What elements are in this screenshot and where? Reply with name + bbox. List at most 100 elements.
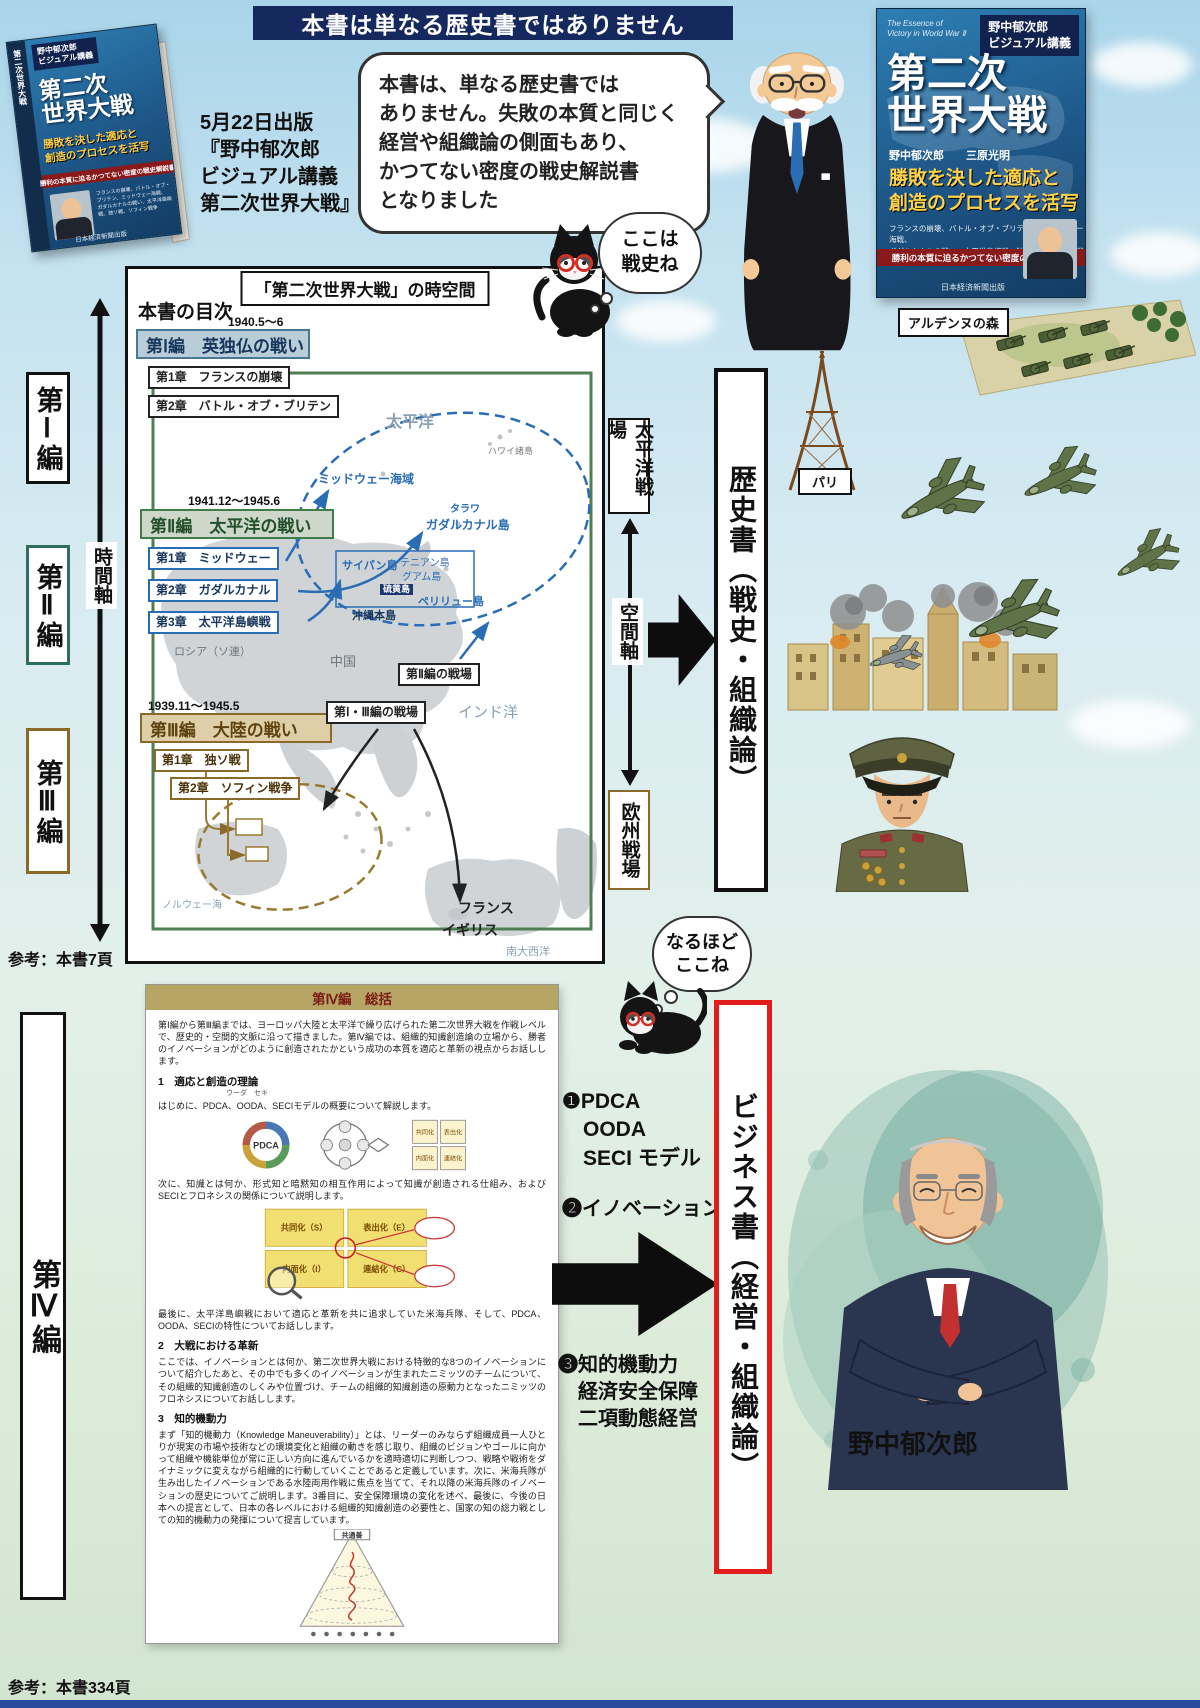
cloud <box>1092 42 1192 87</box>
part3-side-label: 第Ⅲ編 <box>32 758 63 844</box>
doc-s1-p3: 最後に、太平洋島嶼戦において適応と革新を共に追求していた米海兵隊、そして、PDC… <box>158 1308 546 1332</box>
cover-author-photo <box>1023 219 1077 279</box>
bubble-dot <box>600 292 613 305</box>
professor-illustration <box>742 52 852 351</box>
mini-seci-e: 表出化 <box>443 1128 462 1136</box>
seci-matrix-figure: 共同化（S） 表出化（E） 内面化（I） 連結化（C） <box>158 1205 546 1305</box>
summary-document: 第Ⅳ編 総括 第Ⅰ編から第Ⅲ編までは、ヨーロッパ大陸と太平洋で繰り広げられた第二… <box>145 984 559 1644</box>
book-3d-spine-title: 第二次世界大戦 <box>12 49 28 106</box>
book-3d-topics: フランスの崩壊、バトル・オブ・ブリテン、ミッドウェー海戦、 ガダルカナルの戦い、… <box>95 182 173 219</box>
bomber-icon <box>957 570 1068 665</box>
map-green-frame <box>151 371 593 931</box>
cone-top-label: 共通善 <box>342 1530 363 1539</box>
map-label-south-atlantic: 南大西洋 <box>506 946 550 958</box>
pacific-theater-label: 太平洋戦場 <box>605 420 653 496</box>
professor-head <box>749 52 844 119</box>
part1-title: 第Ⅰ編 英独仏の戦い <box>146 336 305 356</box>
bubble-dot <box>664 990 678 1004</box>
medals <box>861 861 887 887</box>
book-3d-title: 第二次 世界大戦 <box>37 70 135 129</box>
part1-header: 第Ⅰ編 英独仏の戦い <box>136 329 310 359</box>
professor-speech-text: 本書は、単なる歴史書では ありません。失敗の本質と同じく 経営や組織論の側面もあ… <box>379 74 679 212</box>
arrow-to-history <box>648 594 716 686</box>
ooda-loop-diagram <box>319 1120 389 1170</box>
europe-theater-label: 欧州戦場 <box>618 802 640 878</box>
author-figure <box>828 1137 1068 1490</box>
map-label-russia: ロシア（ソ連） <box>174 646 251 658</box>
part4-side-label: 第Ⅳ編 <box>27 1258 60 1354</box>
part2-ch3: 第3章 太平洋島嶼戦 <box>148 611 279 635</box>
cloud <box>1070 700 1190 748</box>
book-3d-catch: 勝敗を決した適応と 創造のプロセスを活写 <box>42 127 151 165</box>
map-panel-title-text: 「第二次世界大戦」の時空間 <box>254 281 476 300</box>
summary-document-body: 第Ⅰ編から第Ⅲ編までは、ヨーロッパ大陸と太平洋で繰り広げられた第二次世界大戦を作… <box>146 1010 558 1637</box>
doc-theory-diagrams: PDCA 共同化 表出化 内面化 連結化 <box>158 1115 546 1175</box>
battle2-label: 第Ⅱ編の戦場 <box>398 663 480 687</box>
part1-ch2: 第2章 バトル・オブ・ブリテン <box>148 395 340 419</box>
map-label-iwojima: 硫黄島 <box>380 584 414 595</box>
knowledge-cone-figure: 共通善 <box>158 1528 546 1637</box>
author-portrait-illustration <box>783 1070 1108 1490</box>
cover-catch: 勝敗を決した適応と 創造のプロセスを活写 <box>889 168 1080 214</box>
map-label-hawaii: ハワイ諸島 <box>488 446 534 456</box>
doc-s1-furigana: ウーダ セキ <box>226 1089 268 1097</box>
cat-top-speech-text: ここは 戦史ね <box>621 229 679 275</box>
part2-header: 第Ⅱ編 太平洋の戦い <box>140 509 334 539</box>
map-panel: 「第二次世界大戦」の時空間 本書の目次 1940.5～6 第Ⅰ編 英独仏の戦い … <box>125 266 605 964</box>
cloud <box>616 300 716 342</box>
map-label-uk: イギリス <box>442 922 498 938</box>
bomber-icon <box>887 448 995 545</box>
cat-top-illustration <box>533 224 610 337</box>
doc-s3-p: まず「知的機動力（Knowledge Maneuverability）」とは、リ… <box>158 1429 546 1525</box>
map-label-france: フランス <box>458 900 514 916</box>
magnifier-icon <box>267 1266 297 1296</box>
top-banner: 本書は単なる歴史書ではありません <box>253 6 733 40</box>
time-axis-label: 時間軸 <box>86 542 117 609</box>
photo-suit <box>1027 252 1073 279</box>
part3-ch2: 第2章 ソフィン戦争 <box>170 777 301 801</box>
part2-ch1: 第1章 ミッドウェー <box>148 547 279 571</box>
seci-e-label: 表出化（E） <box>362 1223 410 1233</box>
seci-s-label: 共同化（S） <box>281 1223 328 1233</box>
europe-theater-box: 欧州戦場 <box>608 790 650 890</box>
part3-side-box: 第Ⅲ編 <box>26 728 70 874</box>
ardennes-label: アルデンヌの森 <box>898 308 1009 337</box>
part1-side-label: 第Ⅰ編 <box>32 385 63 471</box>
doc-s3-heading: 3 知的機動力 <box>158 1412 227 1425</box>
bottom-strip <box>0 1700 1200 1708</box>
officer-illustration <box>835 737 969 892</box>
part2-ch2: 第2章 ガダルカナル <box>148 579 279 603</box>
seci-mini-grid-diagram: 共同化 表出化 内面化 連結化 <box>411 1119 466 1170</box>
time-axis-arrow <box>90 298 110 942</box>
map-label-okinawa: 沖縄本島 <box>352 610 396 622</box>
tank-icons <box>996 319 1136 378</box>
map-label-tarawa: タラワ <box>450 504 480 515</box>
part4-side-box: 第Ⅳ編 <box>20 1012 66 1600</box>
part2-side-label: 第Ⅱ編 <box>32 562 63 648</box>
book-3d-cover: 第二次世界大戦 野中郁次郎 ビジュアル講義 第二次 世界大戦 勝敗を決した適応と… <box>5 23 183 253</box>
battle13-label: 第Ⅰ・Ⅲ編の戦場 <box>326 701 426 725</box>
mini-seci-c: 連結化 <box>443 1154 462 1162</box>
professor-speech-bubble: 本書は、単なる歴史書では ありません。失敗の本質と同じく 経営や組織論の側面もあ… <box>358 52 726 234</box>
annotation-innovation: ❷イノベーション <box>562 1198 722 1220</box>
pacific-theater-ellipse <box>295 411 591 627</box>
bubble-dot <box>590 304 600 314</box>
part2-period: 1941.12～1945.6 <box>188 494 281 508</box>
ardennes-tanks-illustration <box>959 299 1196 396</box>
top-banner-text: 本書は単なる歴史書ではありません <box>301 12 685 38</box>
map-sub-box <box>245 846 269 862</box>
mini-seci-s: 共同化 <box>415 1128 434 1136</box>
fighter-icon <box>864 631 927 683</box>
cat-top-speech-bubble: ここは 戦史ね <box>598 212 702 294</box>
professor-body <box>742 114 852 351</box>
summary-document-header-text: 第Ⅳ編 総括 <box>312 991 392 1007</box>
map-label-china: 中国 <box>330 654 357 669</box>
map-label-guam: グアム島 <box>402 572 442 583</box>
doc-intro: 第Ⅰ編から第Ⅲ編までは、ヨーロッパ大陸と太平洋で繰り広げられた第二次世界大戦を作… <box>158 1020 546 1067</box>
pdca-center-label: PDCA <box>253 1140 279 1150</box>
cover-worldmap-art <box>887 86 1074 208</box>
doc-s2-p: ここでは、イノベーションとは何か、第二次世界大戦における特徴的な8つのイノベーシ… <box>158 1357 546 1404</box>
part3-connectors <box>205 767 246 861</box>
doc-s1-heading: 1 適応と創造の理論 <box>158 1075 259 1088</box>
